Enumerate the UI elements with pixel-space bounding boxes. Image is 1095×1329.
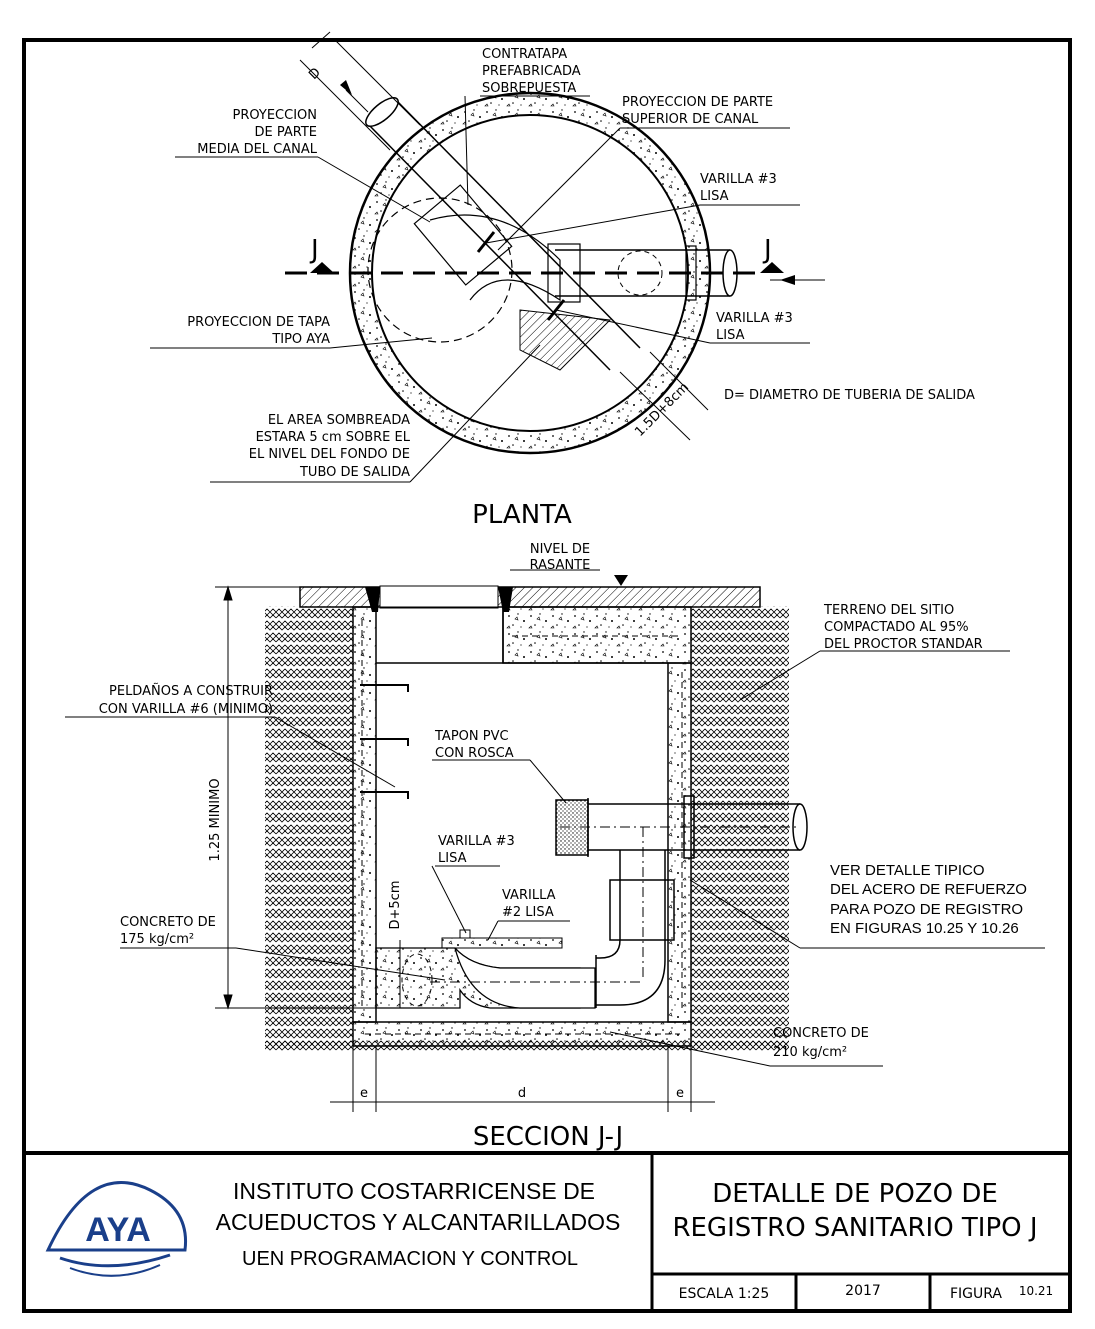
- j-right-label: J: [762, 235, 772, 265]
- figura-label: FIGURA: [950, 1286, 1002, 1302]
- proy-tapa-label-1: PROYECCION DE TAPA: [187, 315, 330, 330]
- ver-label-3: PARA POZO DE REGISTRO: [830, 901, 1023, 918]
- e-right-dim: e: [676, 1086, 684, 1101]
- section-leaders: [65, 650, 1045, 1067]
- proy-sup-label-2: SUPERIOR DE CANAL: [622, 112, 759, 127]
- soil-right: [691, 606, 789, 1046]
- conc175-label-1: CONCRETO DE: [120, 915, 216, 930]
- org-line-2: ACUEDUCTOS Y ALCANTARILLADOS: [216, 1209, 621, 1235]
- soil-left: [265, 606, 353, 1046]
- outlet-pipe: [299, 31, 641, 371]
- area-label-2: ESTARA 5 cm SOBRE EL: [256, 430, 411, 445]
- terreno-label-2: COMPACTADO AL 95%: [824, 620, 969, 635]
- peldanos-label-1: PELDAÑOS A CONSTRUIR: [109, 683, 273, 699]
- ladder-steps: [360, 684, 409, 799]
- conc210-label-1: CONCRETO DE: [773, 1026, 869, 1041]
- channel-curve: [429, 214, 561, 302]
- terreno-label-1: TERRENO DEL SITIO: [823, 603, 954, 618]
- area-label-4: TUBO DE SALIDA: [299, 465, 410, 480]
- varilla-b-label-1: VARILLA #3: [716, 311, 793, 326]
- org-line-3: UEN PROGRAMACION Y CONTROL: [242, 1248, 578, 1270]
- tapon-label-1: TAPON PVC: [434, 729, 509, 744]
- varilla-b-label-2: LISA: [716, 328, 745, 343]
- ver-label-2: DEL ACERO DE REFUERZO: [830, 881, 1027, 898]
- figura-number: 10.21: [1019, 1284, 1053, 1298]
- nivel-label-2: RASANTE: [530, 558, 591, 573]
- plan-d-label: D: [306, 65, 324, 83]
- nivel-label-1: NIVEL DE: [530, 542, 590, 557]
- proy-media-label-1: PROYECCION: [233, 108, 318, 123]
- e-left-dim: e: [360, 1086, 368, 1101]
- proy-media-label-2: DE PARTE: [255, 125, 318, 140]
- escala-value: ESCALA 1:25: [679, 1286, 770, 1302]
- proy-media-label-3: MEDIA DEL CANAL: [197, 142, 317, 157]
- proy-tapa-label-2: TIPO AYA: [271, 332, 330, 347]
- proy-sup-label-1: PROYECCION DE PARTE: [622, 95, 773, 110]
- wall-right: [667, 662, 692, 1023]
- top-slab: [502, 606, 692, 664]
- tapon-label-2: CON ROSCA: [435, 746, 514, 761]
- shaded-area: [519, 309, 612, 371]
- sheet-border: [22, 38, 1072, 1313]
- logo-text: AYA: [85, 1211, 151, 1249]
- drop-pipe: [555, 795, 808, 1008]
- drawing-title-2: REGISTRO SANITARIO TIPO J: [672, 1213, 1037, 1243]
- varilla3-label-1: VARILLA #3: [438, 834, 515, 849]
- contratapa-label-1: CONTRATAPA: [482, 47, 567, 62]
- title-block: AYA INSTITUTO COSTARRICENSE DE ACUEDUCTO…: [24, 1151, 1070, 1311]
- varilla-a-label-1: VARILLA #3: [700, 172, 777, 187]
- wall-left: [352, 606, 377, 1023]
- ver-label-4: EN FIGURAS 10.25 Y 10.26: [830, 920, 1019, 937]
- drawing-title-1: DETALLE DE POZO DE: [712, 1179, 998, 1209]
- conc175-label-2: 175 kg/cm²: [120, 932, 194, 947]
- varilla2-label-1: VARILLA: [502, 888, 556, 903]
- varilla-a-label-2: LISA: [700, 189, 729, 204]
- peldanos-label-2: CON VARILLA #6 (MINIMO): [99, 702, 273, 717]
- plan-view: D CONTRATAPA PREFABRICADA SOBREPUESTA PR…: [150, 31, 975, 530]
- area-label-1: EL AREA SOMBREADA: [268, 413, 410, 428]
- conc210-label-2: 210 kg/cm²: [773, 1045, 847, 1060]
- contratapa-label-2: PREFABRICADA: [482, 64, 581, 79]
- min-dimension: 1.25 MINIMO: [208, 778, 223, 861]
- plan-title: PLANTA: [472, 500, 572, 530]
- ver-label-1: VER DETALLE TIPICO: [830, 862, 985, 879]
- terreno-label-3: DEL PROCTOR STANDAR: [824, 637, 983, 652]
- aya-logo: AYA: [45, 1181, 188, 1277]
- varilla3-label-2: LISA: [438, 851, 467, 866]
- area-label-3: EL NIVEL DEL FONDO DE: [249, 447, 410, 462]
- section-title: SECCION J-J: [473, 1122, 623, 1152]
- org-line-1: INSTITUTO COSTARRICENSE DE: [233, 1178, 595, 1204]
- plan-leaders: [150, 95, 810, 483]
- d-definition: D= DIAMETRO DE TUBERIA DE SALIDA: [724, 388, 975, 403]
- section-dimensions: [215, 585, 715, 1112]
- dplus-dimension: D+5cm: [388, 881, 403, 930]
- section-view: NIVEL DE RASANTE TERRENO DEL SITIO COMPA…: [65, 542, 1045, 1152]
- year-value: 2017: [845, 1283, 881, 1299]
- d-mid-dim: d: [518, 1086, 526, 1101]
- contratapa-label-3: SOBREPUESTA: [482, 81, 576, 96]
- j-left-label: J: [309, 235, 319, 265]
- varilla2-label-2: #2 LISA: [502, 905, 554, 920]
